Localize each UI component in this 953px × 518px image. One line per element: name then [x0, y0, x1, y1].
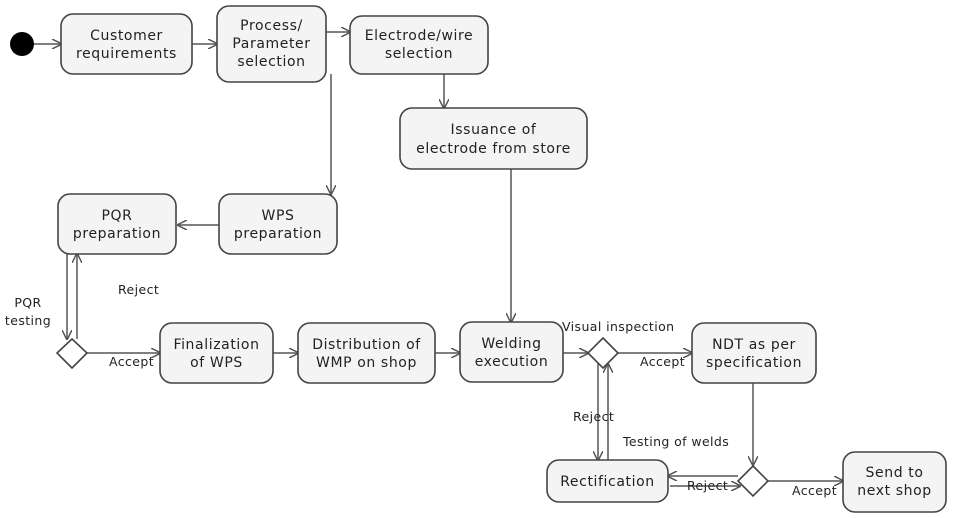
send-to-next-shop-box: Send to next shop	[842, 451, 947, 513]
edges	[34, 32, 843, 486]
wps-preparation-box: WPS preparation	[218, 193, 338, 255]
visual-accept-label: Accept	[640, 354, 685, 369]
ndt-line-1: NDT as per	[712, 337, 796, 353]
visual-inspection-label: Visual inspection	[562, 319, 674, 334]
ndt-line-2: specification	[706, 355, 802, 371]
electrode-selection-line-2: selection	[385, 46, 453, 62]
process-parameter-selection-box: Process/Parameter selection	[216, 5, 327, 83]
welding-line-1: Welding	[481, 336, 541, 352]
rectification-label: Rectification	[560, 474, 655, 490]
pqr-testing-decision	[55, 337, 89, 370]
issuance-line-2: electrode from store	[416, 141, 571, 157]
start-node	[10, 32, 34, 56]
wps-preparation-line-2: preparation	[234, 226, 322, 242]
issuance-of-electrode-box: Issuance of electrode from store	[399, 107, 588, 170]
distribution-line-2: WMP on shop	[316, 355, 417, 371]
finalization-of-wps-box: Finalization of WPS	[159, 322, 274, 384]
finalization-line-1: Finalization	[173, 337, 259, 353]
testing-accept-label: Accept	[792, 483, 837, 498]
testing-reject-label: Reject	[687, 478, 728, 493]
send-line-1: Send to	[866, 465, 924, 481]
customer-requirements-line-1: Customer	[90, 28, 163, 44]
finalization-line-2: of WPS	[190, 355, 243, 371]
testing-of-welds-decision	[736, 464, 770, 498]
customer-requirements-line-2: requirements	[76, 46, 177, 62]
ndt-as-per-specification-box: NDT as per specification	[691, 322, 817, 384]
process-selection-line-3: selection	[237, 54, 305, 70]
welding-line-2: execution	[475, 354, 549, 370]
distribution-line-1: Distribution of	[312, 337, 421, 353]
pqr-preparation-line-1: PQR	[102, 208, 133, 224]
pqr-reject-label: Reject	[118, 282, 159, 297]
electrode-selection-line-1: Electrode/wire	[365, 28, 474, 44]
process-selection-line-2: Parameter	[232, 36, 310, 52]
send-line-2: next shop	[857, 483, 931, 499]
pqr-preparation-box: PQR preparation	[57, 193, 177, 255]
visual-inspection-decision	[586, 336, 620, 370]
electrode-wire-selection-box: Electrode/wire selection	[349, 15, 489, 75]
visual-reject-label: Reject	[573, 409, 614, 424]
testing-of-welds-label: Testing of welds	[622, 434, 729, 449]
issuance-line-1: Issuance of	[451, 122, 537, 138]
welding-execution-box: Welding execution	[459, 321, 564, 383]
pqr-preparation-line-2: preparation	[73, 226, 161, 242]
wps-preparation-line-1: WPS	[262, 208, 295, 224]
customer-requirements-box: Customer requirements	[60, 13, 193, 75]
pqr-accept-label: Accept	[109, 354, 154, 369]
process-selection-line-1: Process/	[240, 18, 303, 34]
distribution-of-wmp-box: Distribution of WMP on shop	[297, 322, 436, 384]
rectification-box: Rectification	[546, 459, 669, 503]
